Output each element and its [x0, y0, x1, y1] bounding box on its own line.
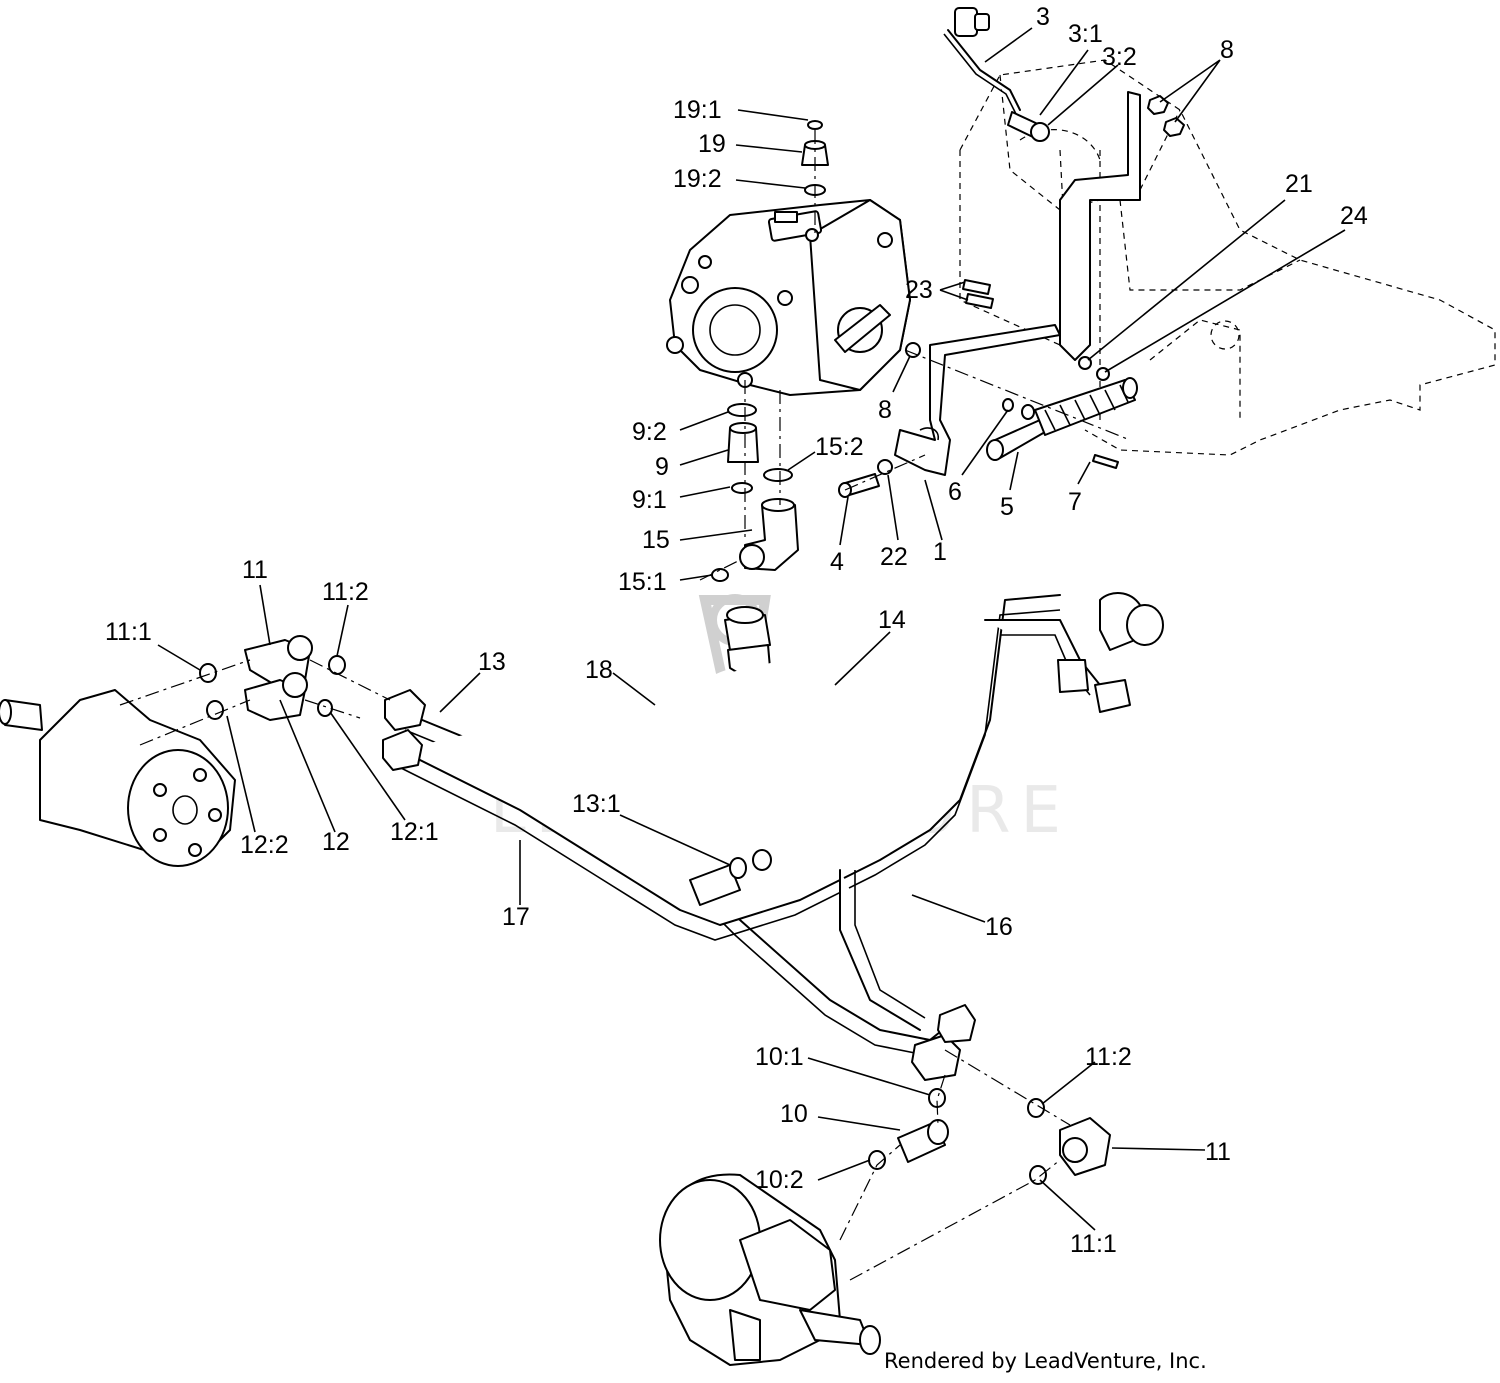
callout-11-left: 11 [242, 556, 268, 584]
callout-13-1: 13:1 [572, 790, 621, 818]
callout-11-2-right: 11:2 [1085, 1043, 1132, 1071]
fitting-19-stack [801, 120, 829, 235]
callout-11-right: 11 [1205, 1138, 1231, 1166]
mounting-plate [1059, 91, 1141, 361]
callout-10: 10 [780, 1100, 808, 1128]
wheel-motor-right [659, 1173, 881, 1366]
callout-22: 22 [880, 543, 908, 571]
callout-12-2: 12:2 [240, 831, 289, 859]
callout-12: 12 [322, 828, 350, 856]
hydraulic-pump [666, 199, 911, 396]
callout-17: 17 [502, 903, 530, 931]
callout-4: 4 [830, 548, 844, 576]
callout-19-2: 19:2 [673, 165, 722, 193]
callout-9-2: 9:2 [632, 418, 667, 446]
callout-10-1: 10:1 [755, 1043, 804, 1071]
frame-outline [959, 59, 1496, 456]
callout-7: 7 [1068, 488, 1082, 516]
callout-8-bracket: 8 [878, 396, 892, 424]
callout-3-2: 3:2 [1102, 43, 1137, 71]
callout-23: 23 [905, 276, 933, 304]
callout-1: 1 [933, 538, 947, 566]
callout-10-2: 10:2 [755, 1166, 804, 1194]
callout-19-1: 19:1 [673, 96, 722, 124]
hydraulic-lines [394, 592, 1164, 1056]
tube-nuts-left [382, 689, 426, 771]
callout-15: 15 [642, 526, 670, 554]
callout-5: 5 [1000, 493, 1014, 521]
callout-13: 13 [478, 648, 506, 676]
callout-11-1-left: 11:1 [105, 618, 152, 646]
callout-14: 14 [878, 606, 906, 634]
callout-6: 6 [948, 478, 962, 506]
bolt-4-washer-22 [838, 454, 926, 498]
elbow-fittings-left [119, 635, 391, 746]
credit-text: Rendered by LeadVenture, Inc. [884, 1349, 1207, 1373]
callout-labels: 3 3:1 3:2 8 19:1 19 19:2 21 24 23 8 9:2 … [105, 3, 1368, 1258]
callout-3: 3 [1036, 3, 1050, 31]
callout-11-2-left: 11:2 [322, 578, 369, 606]
callout-8-top: 8 [1220, 36, 1234, 64]
callout-3-1: 3:1 [1068, 20, 1103, 48]
sensor-harness [943, 7, 1050, 142]
callout-11-1-right: 11:1 [1070, 1230, 1117, 1258]
callout-9-1: 9:1 [632, 486, 667, 514]
callout-16: 16 [985, 913, 1013, 941]
callout-18: 18 [585, 656, 613, 684]
fittings-right [839, 1004, 1111, 1281]
callout-19: 19 [698, 130, 726, 158]
bolts-8-top [1147, 95, 1185, 137]
callout-15-1: 15:1 [618, 568, 667, 596]
callout-9: 9 [655, 453, 669, 481]
fitting-9-stack [727, 380, 759, 540]
leader-lines [157, 27, 1346, 1231]
callout-12-1: 12:1 [390, 818, 439, 846]
bolts-23 [962, 279, 994, 309]
wheel-motor-left [0, 689, 236, 867]
callout-21: 21 [1285, 170, 1313, 198]
fitting-13-1 [689, 849, 772, 906]
callout-24: 24 [1340, 202, 1368, 230]
elbow-fitting-15 [699, 390, 799, 582]
callout-15-2: 15:2 [815, 433, 864, 461]
